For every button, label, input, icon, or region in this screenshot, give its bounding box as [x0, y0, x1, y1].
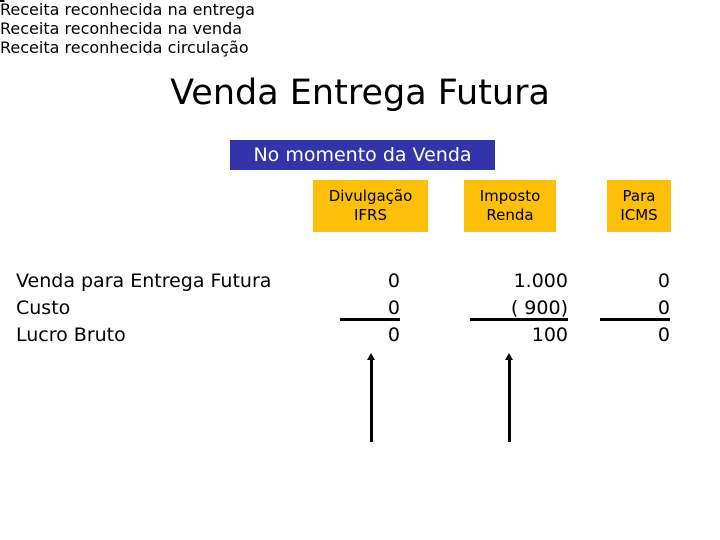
arrow-up-icon-imposto-renda [505, 353, 513, 442]
column-header-icms: Para ICMS [607, 180, 671, 232]
arrow-up-icon-ifrs [367, 353, 375, 442]
note-box-imposto-renda-line1: Receita [0, 19, 60, 38]
column-header-icms-line1: Para [622, 187, 656, 205]
note-box-ifrs-line3: na entrega [167, 0, 255, 19]
column-header-imposto-renda-line2: Renda [486, 206, 534, 224]
value-ir-venda: 1.000 [513, 270, 568, 292]
note-box-icms-line2: reconhecida [64, 38, 163, 57]
note-box-ifrs: Receita reconhecida na entrega [0, 0, 720, 19]
note-box-icms-line3: circulação [167, 38, 249, 57]
note-box-icms: Receita reconhecida circulação [0, 38, 720, 57]
column-header-ifrs: Divulgação IFRS [313, 180, 428, 232]
column-header-ifrs-line1: Divulgação [328, 187, 413, 205]
column-header-ifrs-line2: IFRS [354, 206, 387, 224]
value-column-ifrs: 0 0 0 [340, 268, 400, 349]
page-title: Venda Entrega Futura [170, 73, 550, 113]
note-box-imposto-renda: Receita reconhecida na venda [0, 19, 720, 38]
value-ir-custo: ( 900) [470, 295, 568, 322]
value-ifrs-custo: 0 [340, 295, 400, 322]
value-column-icms: 0 0 0 [600, 268, 670, 349]
column-header-imposto-renda-line1: Imposto [479, 187, 541, 205]
value-ir-lucro: 100 [531, 324, 568, 346]
note-box-ifrs-line1: Receita [0, 0, 60, 19]
note-box-icms-line1: Receita [0, 38, 60, 57]
row-label-column: Venda para Entrega Futura Custo Lucro Br… [16, 268, 271, 349]
moment-banner: No momento da Venda [230, 140, 495, 170]
value-ifrs-venda: 0 [387, 270, 400, 292]
value-icms-custo: 0 [600, 295, 670, 322]
column-header-imposto-renda: Imposto Renda [464, 180, 556, 232]
note-box-imposto-renda-line2: reconhecida [64, 19, 163, 38]
value-ifrs-lucro: 0 [387, 324, 400, 346]
note-box-imposto-renda-line3: na venda [167, 19, 243, 38]
row-label-lucro: Lucro Bruto [16, 324, 126, 346]
note-box-ifrs-line2: reconhecida [64, 0, 163, 19]
row-label-custo: Custo [16, 297, 71, 319]
value-icms-venda: 0 [657, 270, 670, 292]
value-icms-lucro: 0 [657, 324, 670, 346]
row-label-venda: Venda para Entrega Futura [16, 270, 272, 292]
value-column-imposto-renda: 1.000 ( 900) 100 [470, 268, 568, 349]
column-header-icms-line2: ICMS [620, 206, 658, 224]
